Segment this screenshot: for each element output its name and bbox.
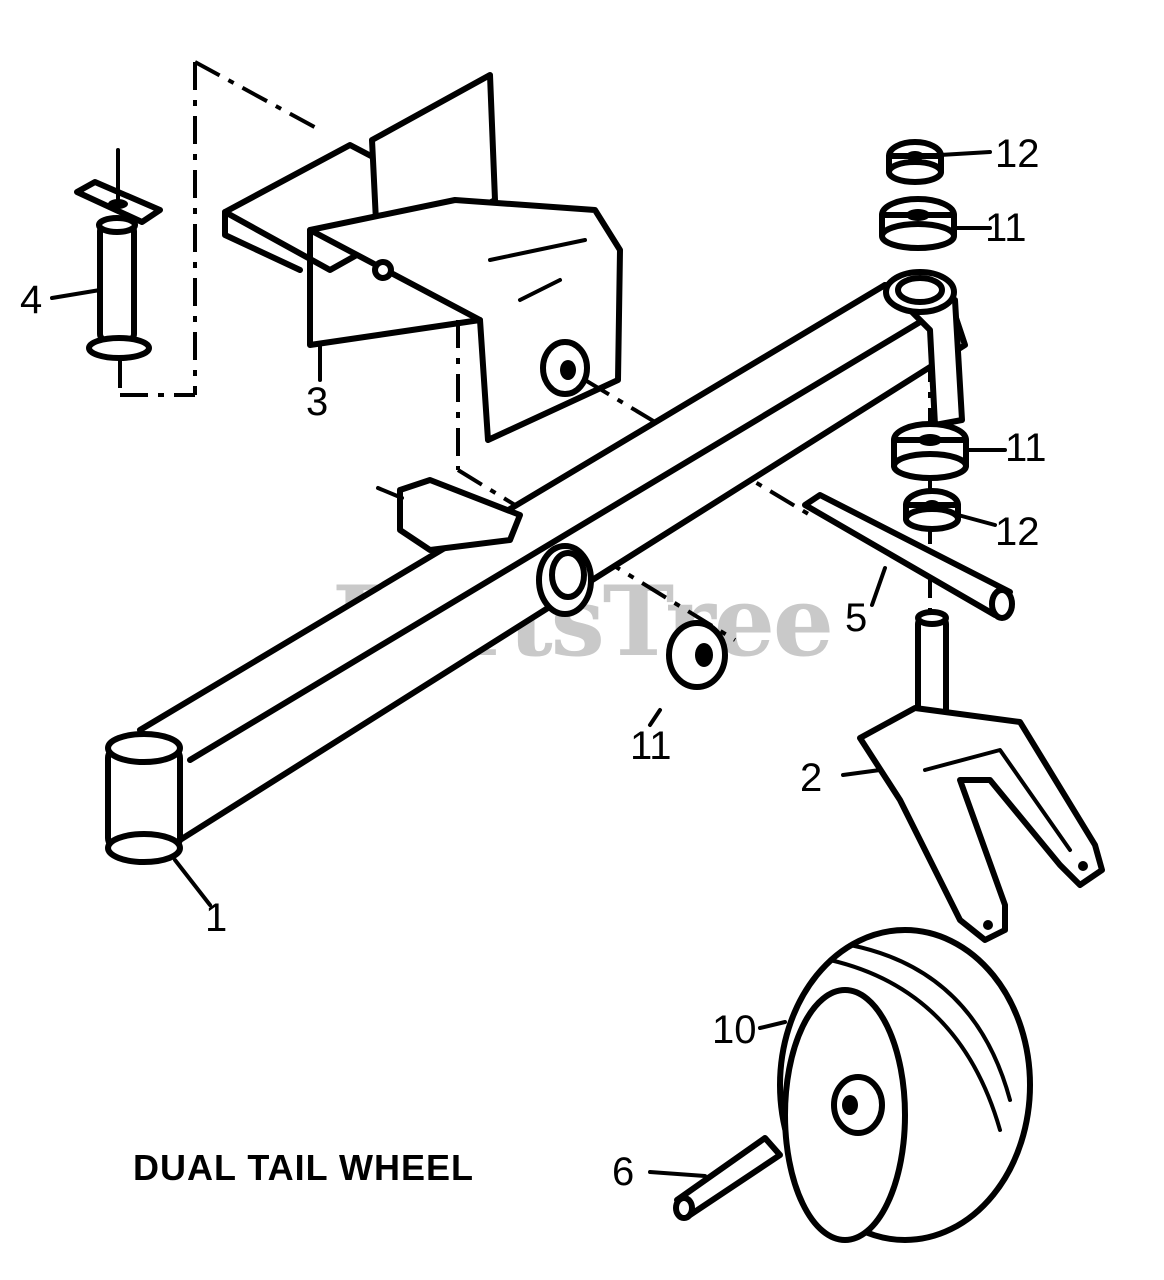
callout-11-top: 11: [985, 206, 1027, 250]
callout-2: 2: [800, 756, 823, 800]
axle-pin-part: [673, 1135, 783, 1221]
leader-lines: [50, 150, 1007, 1178]
callout-11-middle: 11: [1005, 426, 1047, 470]
shaft-part: [802, 492, 1015, 621]
callout-3: 3: [306, 380, 329, 424]
callout-6: 6: [612, 1150, 635, 1194]
callout-4: 4: [20, 278, 43, 322]
callout-1: 1: [205, 896, 228, 940]
pivot-pin-part: [74, 148, 163, 361]
diagram-title: DUAL TAIL WHEEL: [133, 1147, 474, 1188]
callout-10: 10: [712, 1008, 757, 1052]
caster-fork-part: [857, 609, 1105, 943]
callout-12-top: 12: [995, 132, 1040, 176]
wheel-part: [777, 927, 1033, 1243]
callout-5: 5: [845, 596, 868, 640]
callout-11-bottom: 11: [630, 724, 672, 768]
callout-12-bottom: 12: [995, 510, 1040, 554]
bearings-and-washers: [536, 139, 969, 690]
mounting-bracket-part: [222, 72, 623, 443]
